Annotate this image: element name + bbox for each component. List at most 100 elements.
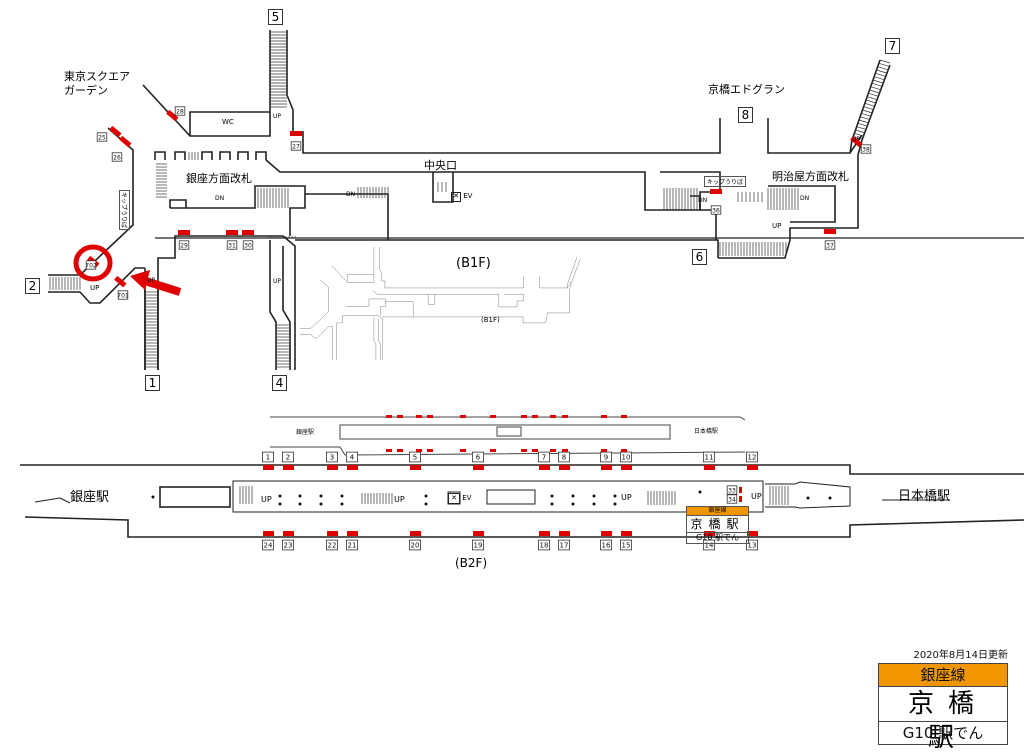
station-subtitle: G10 駅でん	[878, 722, 1008, 745]
door-number-box	[710, 205, 722, 215]
stair-step	[879, 59, 891, 64]
pillar-dot	[151, 495, 155, 499]
door-marker-top	[347, 465, 358, 470]
door-marker	[109, 125, 122, 138]
updated-date: 2020年8月14日更新	[913, 650, 1008, 661]
door-number-box	[824, 240, 836, 250]
door-marker-bottom	[347, 531, 358, 536]
door-number: 19	[474, 542, 483, 550]
stair-step	[871, 82, 882, 87]
door-number-box	[471, 451, 484, 463]
door-number-box	[408, 539, 421, 551]
pillar-dot	[550, 494, 554, 498]
pillar-dot	[828, 496, 832, 500]
door-number-box	[261, 451, 274, 463]
door-marker	[119, 135, 132, 148]
door-number-box	[96, 132, 108, 142]
pillar-dot	[278, 502, 282, 506]
door-number: 16	[602, 542, 611, 550]
door-number: 15	[622, 542, 631, 550]
door-number: 9	[604, 454, 608, 462]
door-number-box	[538, 451, 551, 463]
door-marker	[166, 109, 179, 122]
door-marker-top	[283, 465, 294, 470]
pillar-dot	[319, 494, 323, 498]
pillar-dot	[592, 502, 596, 506]
stair-step	[862, 109, 873, 114]
door-number: 1	[266, 454, 270, 462]
door-number-box	[281, 451, 294, 463]
door-number-box	[726, 494, 738, 504]
door-number-box	[85, 260, 97, 270]
door-number: 17	[560, 542, 569, 550]
door-number-box	[746, 539, 759, 551]
mini-door-marker	[521, 449, 527, 452]
mini-door-marker	[427, 415, 433, 418]
mini-door-marker	[532, 449, 538, 452]
stair-step	[867, 96, 878, 101]
door-number: 26	[113, 154, 121, 161]
mini-door-marker	[460, 449, 466, 452]
door-number: 10	[622, 454, 631, 462]
door-marker-bottom	[283, 531, 294, 536]
door-number: 37	[826, 242, 834, 249]
exit-stair-walls	[144, 290, 159, 370]
door-marker-bottom	[410, 531, 421, 536]
mini-door-marker	[490, 449, 496, 452]
door-number-box	[538, 539, 551, 551]
stair-step	[860, 116, 871, 121]
door-number: 5	[413, 454, 417, 462]
door-number: 33	[728, 487, 736, 494]
pillar-dot	[571, 502, 575, 506]
pillar-dot	[806, 496, 810, 500]
stair-step	[868, 92, 879, 97]
pillar-dot	[278, 494, 282, 498]
door-number: 4	[350, 454, 355, 462]
pillar-dot	[550, 502, 554, 506]
door-number: 3	[330, 454, 334, 462]
b1f-walls	[48, 30, 891, 370]
b2f-platform	[20, 464, 1024, 538]
door-number: 8	[562, 454, 566, 462]
pillar-dot	[298, 494, 302, 498]
pillar-dot	[340, 502, 344, 506]
door-number-box	[261, 539, 274, 551]
door-marker-bottom	[747, 531, 758, 536]
door-marker-top	[473, 465, 484, 470]
mini-door-marker	[532, 415, 538, 418]
door-marker-top	[559, 465, 570, 470]
pillar-dot	[698, 490, 702, 494]
pillar-dot	[424, 494, 428, 498]
door-marker	[114, 275, 127, 288]
door-marker-top	[410, 465, 421, 470]
station-name: 京橋駅	[878, 687, 1008, 753]
stair-step	[877, 66, 888, 71]
door-number-box	[600, 539, 613, 551]
door-marker-top	[747, 465, 758, 470]
door-number-box	[174, 106, 186, 116]
door-number: 6	[476, 454, 481, 462]
door-number: 13	[748, 542, 757, 550]
door-number: 7	[542, 454, 546, 462]
door-number-box	[345, 539, 358, 551]
door-number-box	[325, 539, 338, 551]
mini-door-marker	[601, 449, 607, 452]
stair-step	[854, 132, 865, 137]
mini-door-marker	[416, 449, 422, 452]
stair-step	[869, 89, 880, 94]
mini-door-marker	[416, 415, 422, 418]
stair-step	[858, 119, 870, 124]
door-number: 702	[85, 262, 97, 269]
door-number: 20	[411, 542, 420, 550]
stair-step	[878, 62, 889, 67]
stair-step	[864, 102, 875, 107]
stair-step	[865, 99, 877, 104]
door-number-box	[281, 539, 294, 551]
door-marker	[290, 131, 302, 136]
mini-door-marker	[397, 449, 403, 452]
door-number-box	[620, 539, 633, 551]
door-number: 27	[292, 143, 300, 150]
elevator-box	[447, 491, 461, 505]
door-number-box	[178, 240, 190, 250]
